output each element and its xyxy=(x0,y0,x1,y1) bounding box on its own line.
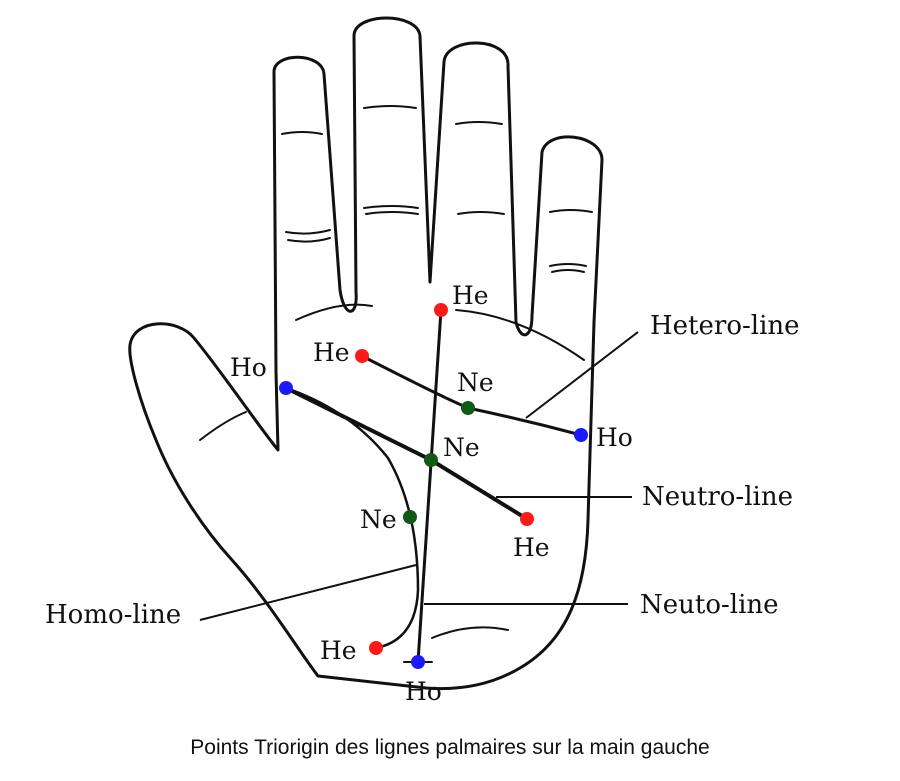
he-point-bottom xyxy=(369,641,383,655)
palm-creases xyxy=(199,105,593,639)
he-label-right: He xyxy=(513,533,550,562)
point-labels: Ho Ho Ho He He He He Ne Ne Ne xyxy=(230,281,633,706)
leader-lines xyxy=(199,331,639,621)
neuto-line-label: Neuto-line xyxy=(640,590,779,620)
ne-label-center: Ne xyxy=(443,433,480,462)
hand-outline xyxy=(128,16,604,691)
ho-label-right: Ho xyxy=(596,423,633,452)
line-labels: Hetero-line Neutro-line Homo-line Neuto-… xyxy=(45,311,800,630)
homo-leader xyxy=(199,564,417,621)
ne-label-upper: Ne xyxy=(457,368,494,397)
neuto-line-path xyxy=(416,308,443,664)
points xyxy=(279,303,588,669)
hetero-line-label: Hetero-line xyxy=(650,311,800,341)
he-point-left xyxy=(355,349,369,363)
homo-line-label: Homo-line xyxy=(45,600,181,630)
he-point-top xyxy=(434,303,448,317)
hetero-leader xyxy=(525,331,639,419)
he-label-left: He xyxy=(313,338,350,367)
ne-label-lower: Ne xyxy=(360,505,397,534)
ho-label-bottom: Ho xyxy=(405,677,442,706)
figure-caption: Points Triorigin des lignes palmaires su… xyxy=(190,736,710,759)
ne-point-center xyxy=(424,453,438,467)
neutro-line-label: Neutro-line xyxy=(642,482,793,512)
he-label-bottom: He xyxy=(320,636,357,665)
homo-line-path xyxy=(284,386,420,650)
he-point-right xyxy=(520,512,534,526)
ne-point-upper xyxy=(461,401,475,415)
ho-point-right xyxy=(574,428,588,442)
ho-point-bottom xyxy=(411,655,425,669)
he-label-top: He xyxy=(452,281,489,310)
ne-point-lower xyxy=(403,510,417,524)
ho-label-left: Ho xyxy=(230,353,267,382)
ho-point-left xyxy=(279,381,293,395)
